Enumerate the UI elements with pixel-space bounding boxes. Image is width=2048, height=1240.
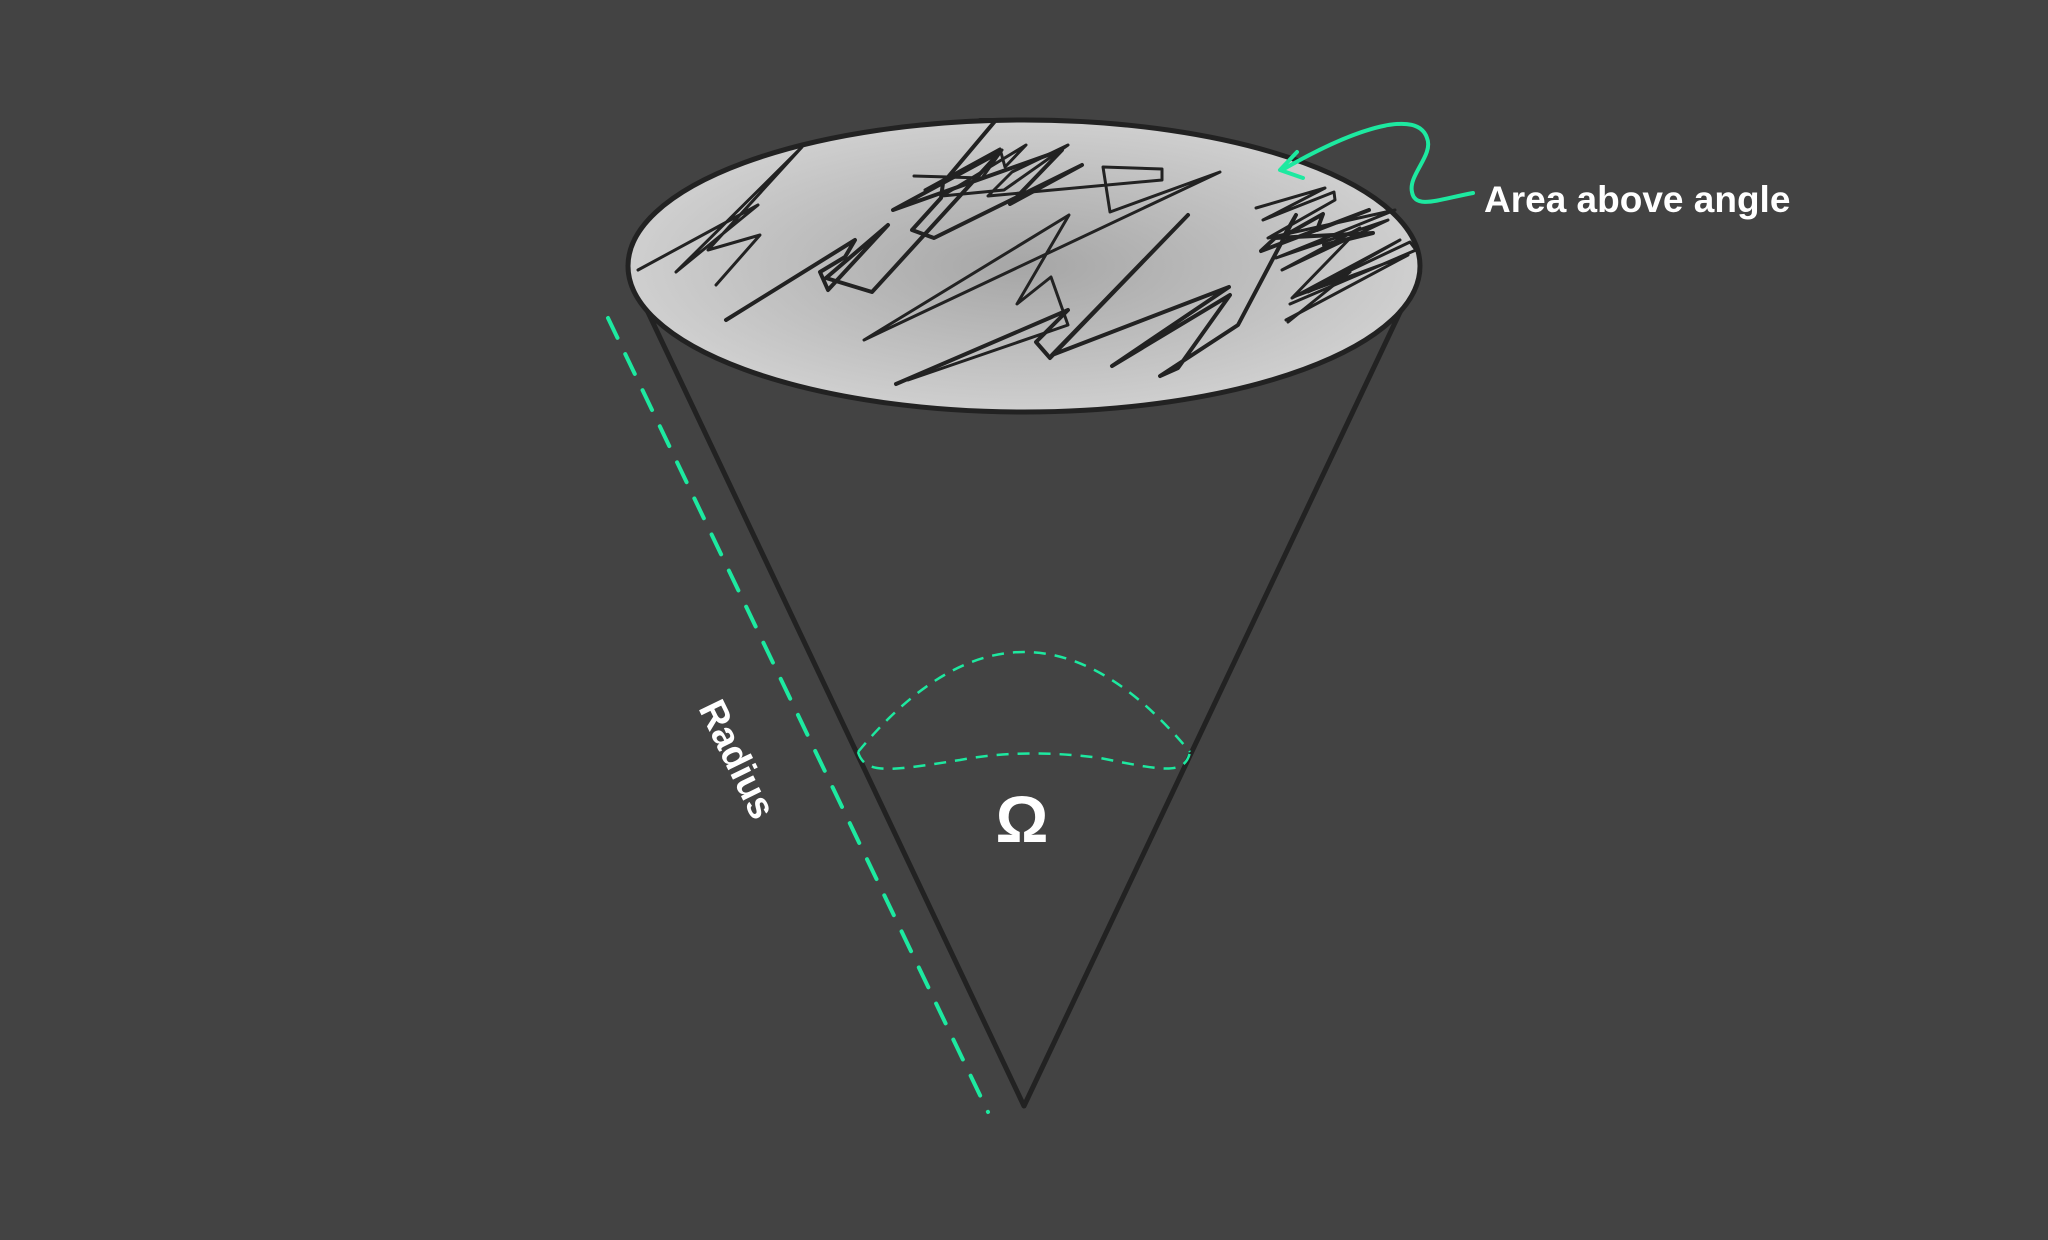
annotation-arrow xyxy=(1280,121,1475,204)
cone-outline xyxy=(625,268,1423,1109)
radius-label: Radius xyxy=(690,694,783,826)
solid-angle-symbol: Ω xyxy=(996,782,1049,856)
solid-angle-cap-upper xyxy=(857,650,1191,753)
annotation-label: Area above angle xyxy=(1484,179,1790,220)
radius-dashed-line xyxy=(606,316,990,1114)
annotation-arrow-head xyxy=(1278,150,1305,180)
solid-angle-cap-lower xyxy=(856,751,1192,771)
disc-scribble-hatching xyxy=(636,118,1418,386)
